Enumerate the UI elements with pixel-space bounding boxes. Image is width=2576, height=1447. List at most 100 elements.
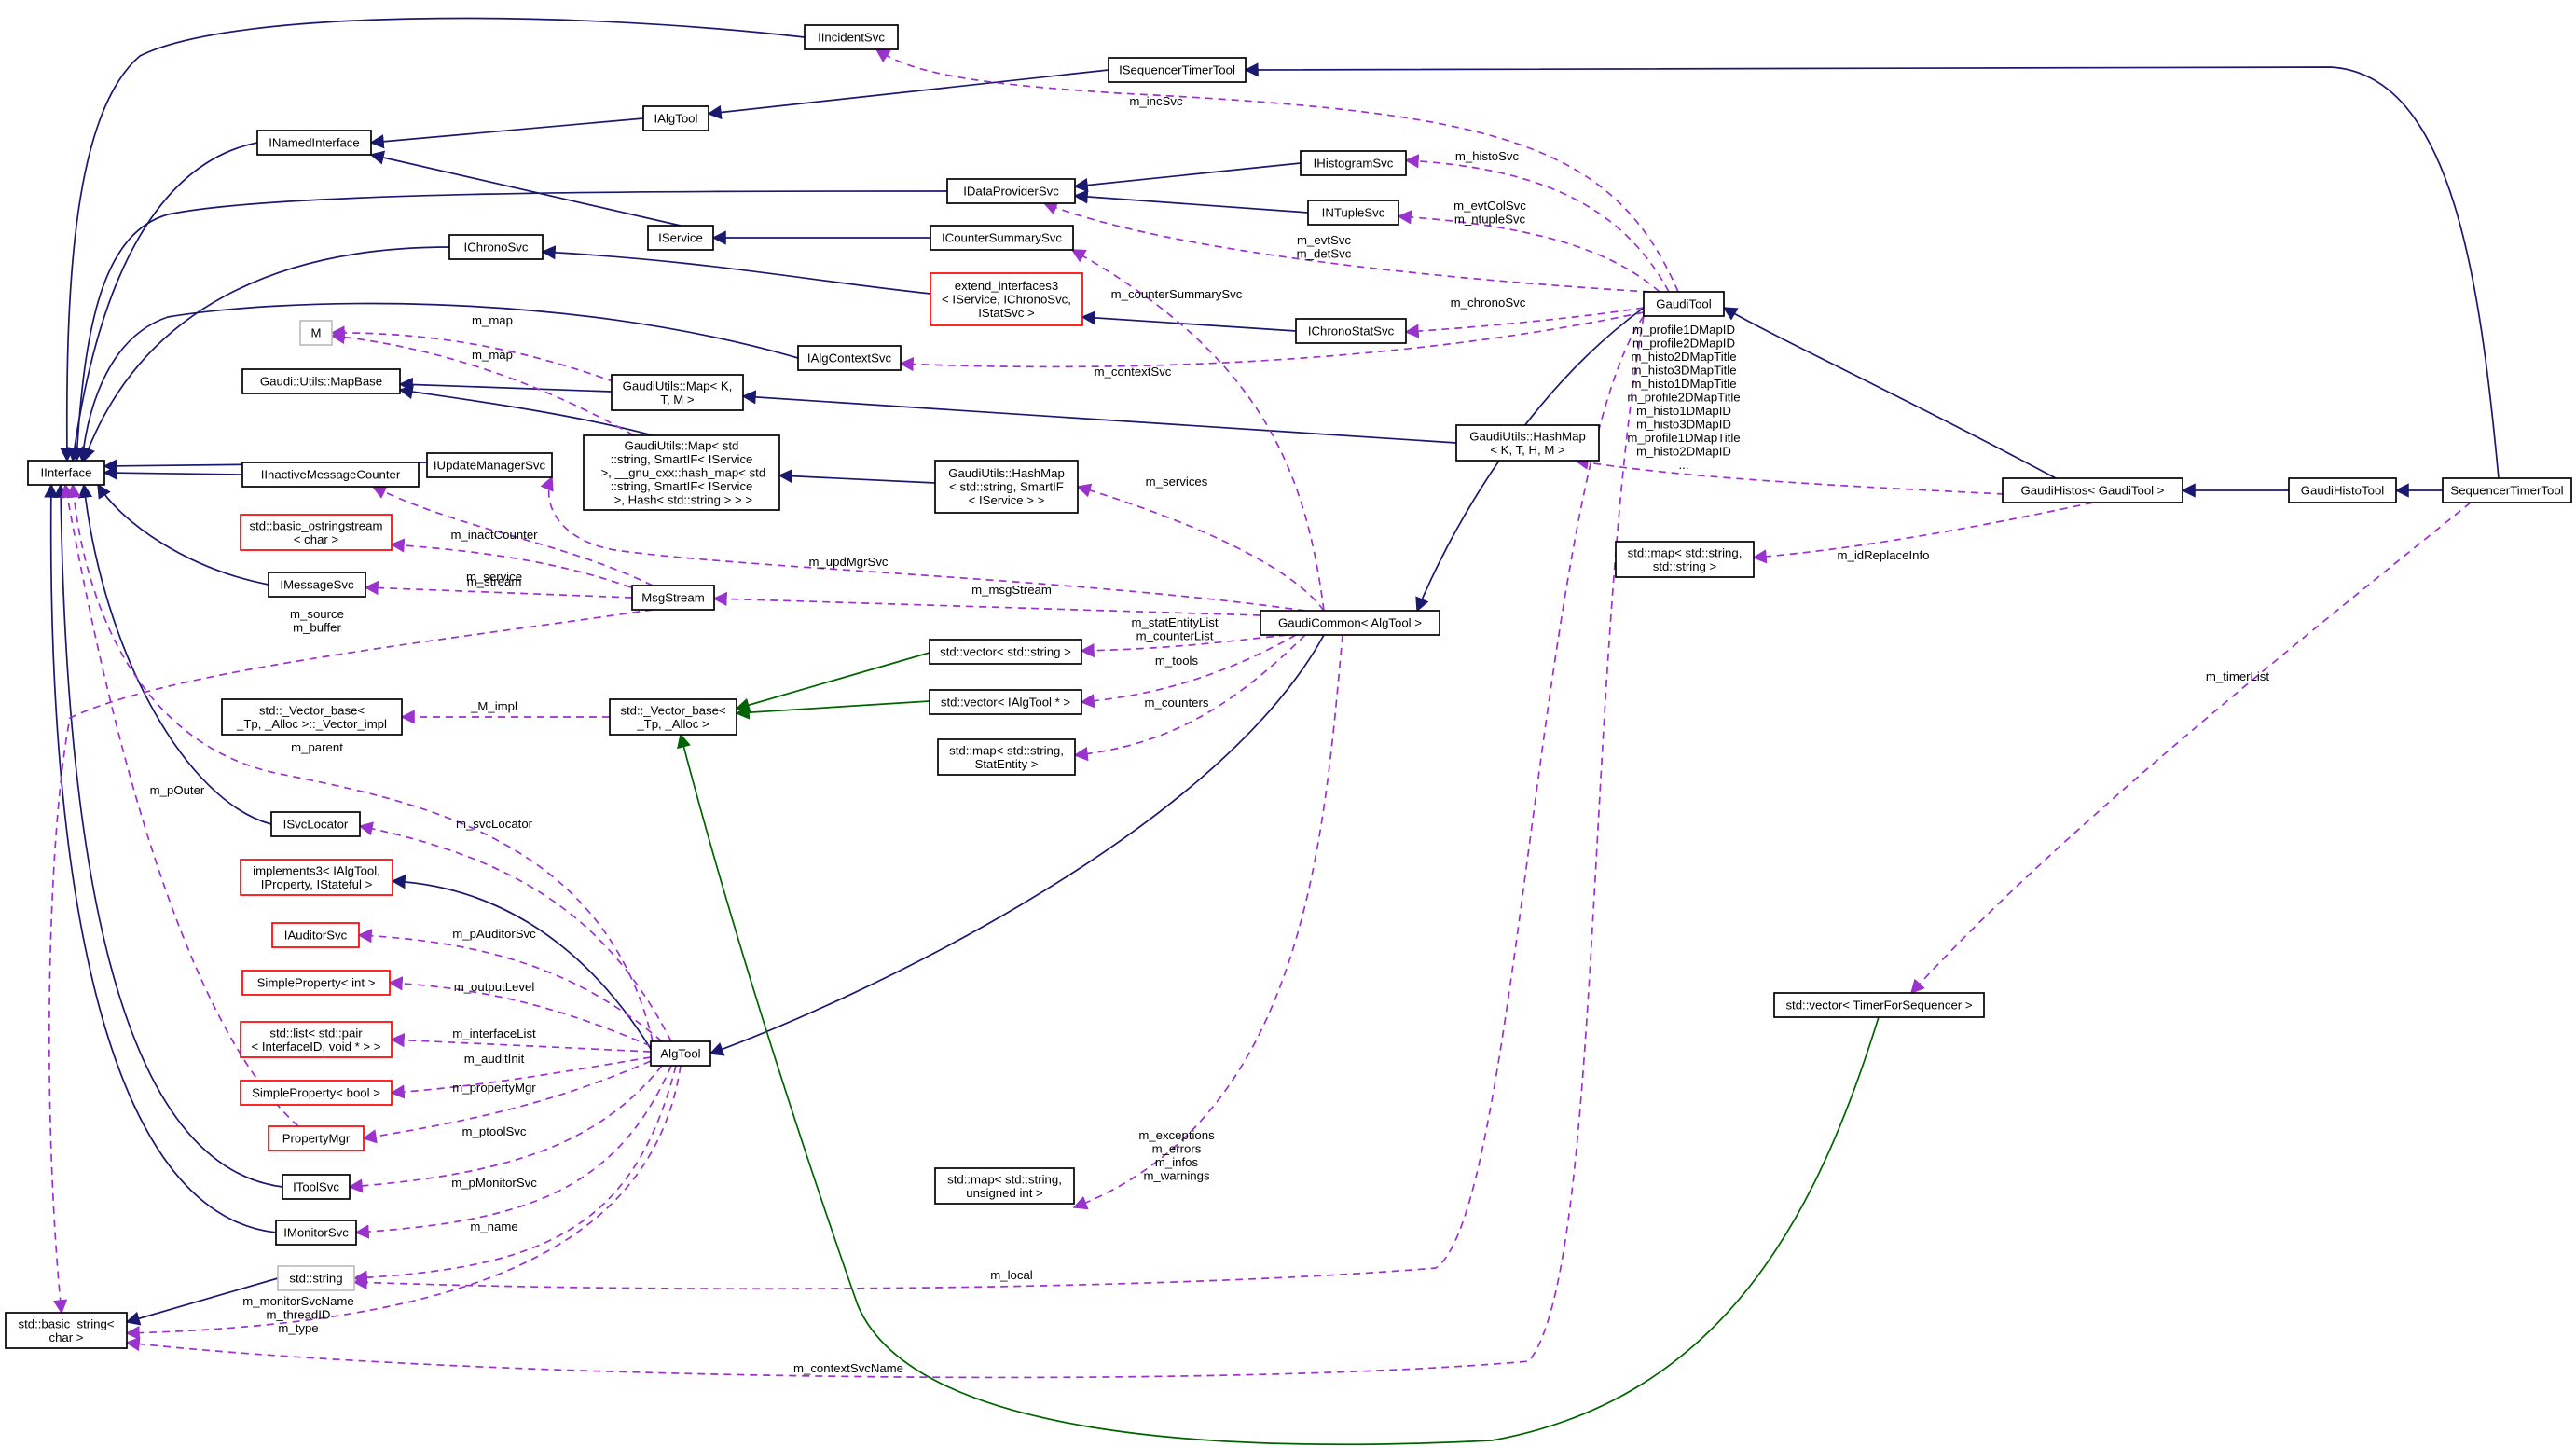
class-node-ihistogramsvc[interactable]: IHistogramSvc — [1300, 150, 1407, 176]
class-node-mapstringuint[interactable]: std::map< std::string,unsigned int > — [934, 1167, 1075, 1205]
class-node-sequencertimertool[interactable]: SequencerTimerTool — [2442, 477, 2572, 503]
class-node-box[interactable] — [221, 698, 403, 736]
class-node-box[interactable] — [804, 24, 899, 50]
class-node-gaudihistotool[interactable]: GaudiHistoTool — [2288, 477, 2397, 503]
class-node-box[interactable] — [240, 1021, 393, 1058]
class-node-box[interactable] — [5, 1312, 128, 1349]
class-node-box[interactable] — [268, 572, 366, 598]
class-node-box[interactable] — [1643, 291, 1725, 317]
class-node-box[interactable] — [946, 178, 1076, 204]
class-node-box[interactable] — [426, 452, 553, 478]
class-node-box[interactable] — [282, 1174, 351, 1200]
class-node-isequencertimertool[interactable]: ISequencerTimerTool — [1108, 57, 1247, 83]
class-node-box[interactable] — [930, 272, 1083, 326]
class-node-inamedinterface[interactable]: INamedInterface — [256, 130, 372, 156]
class-node-ialgcontextsvc[interactable]: IAlgContextSvc — [797, 345, 902, 371]
class-node-iupdatemanagersvc[interactable]: IUpdateManagerSvc — [426, 452, 553, 478]
class-node-gaudiutilshashmapkthm[interactable]: GaudiUtils::HashMap< K, T, H, M > — [1455, 424, 1600, 462]
class-node-box[interactable] — [271, 922, 360, 948]
class-node-box[interactable] — [256, 130, 372, 156]
class-node-box[interactable] — [937, 738, 1076, 776]
class-node-idataprovidersvc[interactable]: IDataProviderSvc — [946, 178, 1076, 204]
class-node-box[interactable] — [2442, 477, 2572, 503]
class-node-box[interactable] — [611, 374, 744, 411]
class-node-mapstringstatentity[interactable]: std::map< std::string,StatEntity > — [937, 738, 1076, 776]
class-node-box[interactable] — [2002, 477, 2183, 503]
class-node-box[interactable] — [797, 345, 902, 371]
class-node-intuplesvc[interactable]: INTupleSvc — [1307, 200, 1399, 226]
class-node-gaudihistos[interactable]: GaudiHistos< GaudiTool > — [2002, 477, 2183, 503]
class-node-box[interactable] — [268, 1125, 365, 1151]
class-node-box[interactable] — [241, 368, 401, 394]
class-node-msgstream[interactable]: MsgStream — [631, 585, 715, 611]
class-node-box[interactable] — [631, 585, 715, 611]
class-node-box[interactable] — [1773, 992, 1985, 1018]
class-node-gaudicommon[interactable]: GaudiCommon< AlgTool > — [1260, 610, 1440, 636]
class-node-simplepropertyint[interactable]: SimpleProperty< int > — [241, 970, 391, 996]
class-node-iservice[interactable]: IService — [647, 225, 714, 251]
class-node-box[interactable] — [583, 434, 780, 511]
class-node-ialgtool[interactable]: IAlgTool — [642, 105, 709, 131]
class-node-box[interactable] — [275, 1220, 357, 1246]
class-node-itoolsvc[interactable]: IToolSvc — [282, 1174, 351, 1200]
class-node-ichronosvc[interactable]: IChronoSvc — [448, 234, 544, 260]
class-node-box[interactable] — [1108, 57, 1247, 83]
class-node-box[interactable] — [448, 234, 544, 260]
class-node-propertymgr[interactable]: PropertyMgr — [268, 1125, 365, 1151]
class-node-box[interactable] — [2288, 477, 2397, 503]
class-node-box[interactable] — [642, 105, 709, 131]
class-node-box[interactable] — [27, 460, 105, 486]
class-node-box[interactable] — [277, 1265, 355, 1291]
class-node-box[interactable] — [240, 1080, 393, 1106]
class-node-box[interactable] — [930, 225, 1074, 251]
class-node-vectorbaseimpl[interactable]: std::_Vector_base<_Tp, _Alloc >::_Vector… — [221, 698, 403, 736]
class-node-m[interactable]: M — [299, 320, 333, 346]
class-node-box[interactable] — [934, 460, 1079, 514]
class-node-mapstringstring[interactable]: std::map< std::string,std::string > — [1615, 541, 1755, 578]
class-node-box[interactable] — [1260, 610, 1440, 636]
class-node-icountersummarysvc[interactable]: ICounterSummarySvc — [930, 225, 1074, 251]
class-node-box[interactable] — [240, 514, 393, 551]
class-node-iauditorsvc[interactable]: IAuditorSvc — [271, 922, 360, 948]
class-node-box[interactable] — [241, 462, 420, 488]
class-node-box[interactable] — [240, 859, 393, 896]
class-node-basic_ostringstream[interactable]: std::basic_ostringstream< char > — [240, 514, 393, 551]
class-node-iincidentsvc[interactable]: IIncidentSvc — [804, 24, 899, 50]
class-node-box[interactable] — [929, 639, 1082, 665]
class-node-gaudiutilsmapstd[interactable]: GaudiUtils::Map< std::string, SmartIF< I… — [583, 434, 780, 511]
class-node-listpair[interactable]: std::list< std::pair< InterfaceID, void … — [240, 1021, 393, 1058]
class-node-box[interactable] — [929, 689, 1082, 715]
class-node-box[interactable] — [1307, 200, 1399, 226]
class-node-algtool[interactable]: AlgTool — [650, 1040, 711, 1067]
class-node-vectortimer[interactable]: std::vector< TimerForSequencer > — [1773, 992, 1985, 1018]
class-node-box[interactable] — [1615, 541, 1755, 578]
class-node-mapbase[interactable]: Gaudi::Utils::MapBase — [241, 368, 401, 394]
class-node-box[interactable] — [650, 1040, 711, 1067]
class-node-box[interactable] — [1295, 318, 1407, 344]
class-node-basicstring[interactable]: std::basic_string<char > — [5, 1312, 128, 1349]
class-node-gaudiutilsmapktm[interactable]: GaudiUtils::Map< K,T, M > — [611, 374, 744, 411]
class-node-box[interactable] — [1300, 150, 1407, 176]
class-node-gaudiutilshashmapstd[interactable]: GaudiUtils::HashMap< std::string, SmartI… — [934, 460, 1079, 514]
class-node-gauditool[interactable]: GaudiTool — [1643, 291, 1725, 317]
class-node-implements3[interactable]: implements3< IAlgTool,IProperty, IStatef… — [240, 859, 393, 896]
class-node-extend_interfaces3[interactable]: extend_interfaces3< IService, IChronoSvc… — [930, 272, 1083, 326]
class-node-iinterface[interactable]: IInterface — [27, 460, 105, 486]
class-node-iinactivemessagecounter[interactable]: IInactiveMessageCounter — [241, 462, 420, 488]
class-node-vectorbase[interactable]: std::_Vector_base<_Tp, _Alloc > — [609, 698, 737, 736]
class-node-vectorstring[interactable]: std::vector< std::string > — [929, 639, 1082, 665]
class-node-box[interactable] — [647, 225, 714, 251]
class-node-stdstring[interactable]: std::string — [277, 1265, 355, 1291]
class-node-box[interactable] — [299, 320, 333, 346]
class-node-imessagesvc[interactable]: IMessageSvc — [268, 572, 366, 598]
class-node-box[interactable] — [1455, 424, 1600, 462]
class-node-box[interactable] — [270, 811, 361, 837]
class-node-box[interactable] — [609, 698, 737, 736]
class-node-isvclocator[interactable]: ISvcLocator — [270, 811, 361, 837]
class-node-box[interactable] — [934, 1167, 1075, 1205]
class-node-box[interactable] — [241, 970, 391, 996]
class-node-imonitorsvc[interactable]: IMonitorSvc — [275, 1220, 357, 1246]
class-node-ichronostatsvc[interactable]: IChronoStatSvc — [1295, 318, 1407, 344]
class-node-simplepropertybool[interactable]: SimpleProperty< bool > — [240, 1080, 393, 1106]
class-node-vectorialgtool[interactable]: std::vector< IAlgTool * > — [929, 689, 1082, 715]
